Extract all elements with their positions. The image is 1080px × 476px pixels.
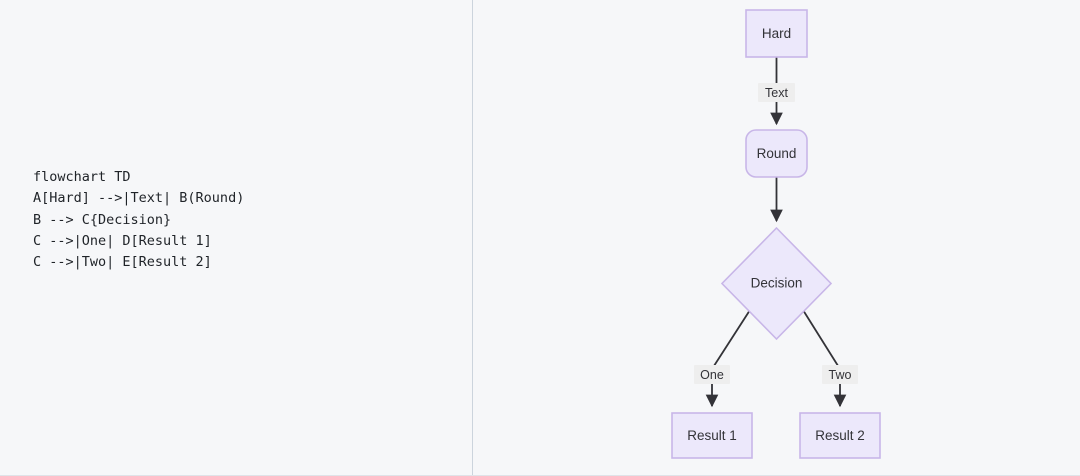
- node-label-round: Round: [757, 146, 797, 161]
- edge-C-to-E: [802, 309, 847, 408]
- code-line: C -->|One| D[Result 1]: [33, 232, 212, 249]
- node-label-result-1: Result 1: [687, 428, 737, 443]
- edge-C-to-D: [705, 309, 751, 408]
- edge-label-A-to-B: Text: [765, 86, 788, 100]
- node-result-1[interactable]: Result 1: [671, 412, 753, 459]
- edge-label-text: Text: [758, 83, 795, 102]
- edge-label-one: One: [694, 365, 730, 384]
- edge-label-two: Two: [822, 365, 858, 384]
- node-decision[interactable]: Decision: [720, 226, 833, 341]
- node-hard[interactable]: Hard: [745, 9, 808, 58]
- mermaid-source-code[interactable]: flowchart TD A[Hard] -->|Text| B(Round) B …: [33, 167, 244, 273]
- node-label-result-2: Result 2: [815, 428, 865, 443]
- edge-label-C-to-E: Two: [829, 368, 852, 382]
- code-line: flowchart TD: [33, 169, 131, 185]
- code-line: A[Hard] -->|Text| B(Round): [33, 190, 245, 207]
- node-label-decision: Decision: [751, 276, 803, 291]
- node-round[interactable]: Round: [745, 129, 808, 178]
- flowchart-diagram: Text One Two Hard Round: [671, 9, 881, 459]
- node-result-2[interactable]: Result 2: [799, 412, 881, 459]
- mermaid-source-pane[interactable]: flowchart TD A[Hard] -->|Text| B(Round) B …: [0, 0, 473, 475]
- edge-label-C-to-D: One: [700, 368, 724, 382]
- code-line: B --> C{Decision}: [33, 211, 172, 228]
- code-line: C -->|Two| E[Result 2]: [33, 254, 212, 271]
- node-label-hard: Hard: [762, 26, 791, 41]
- mermaid-preview-pane: Text One Two Hard Round: [473, 0, 1080, 475]
